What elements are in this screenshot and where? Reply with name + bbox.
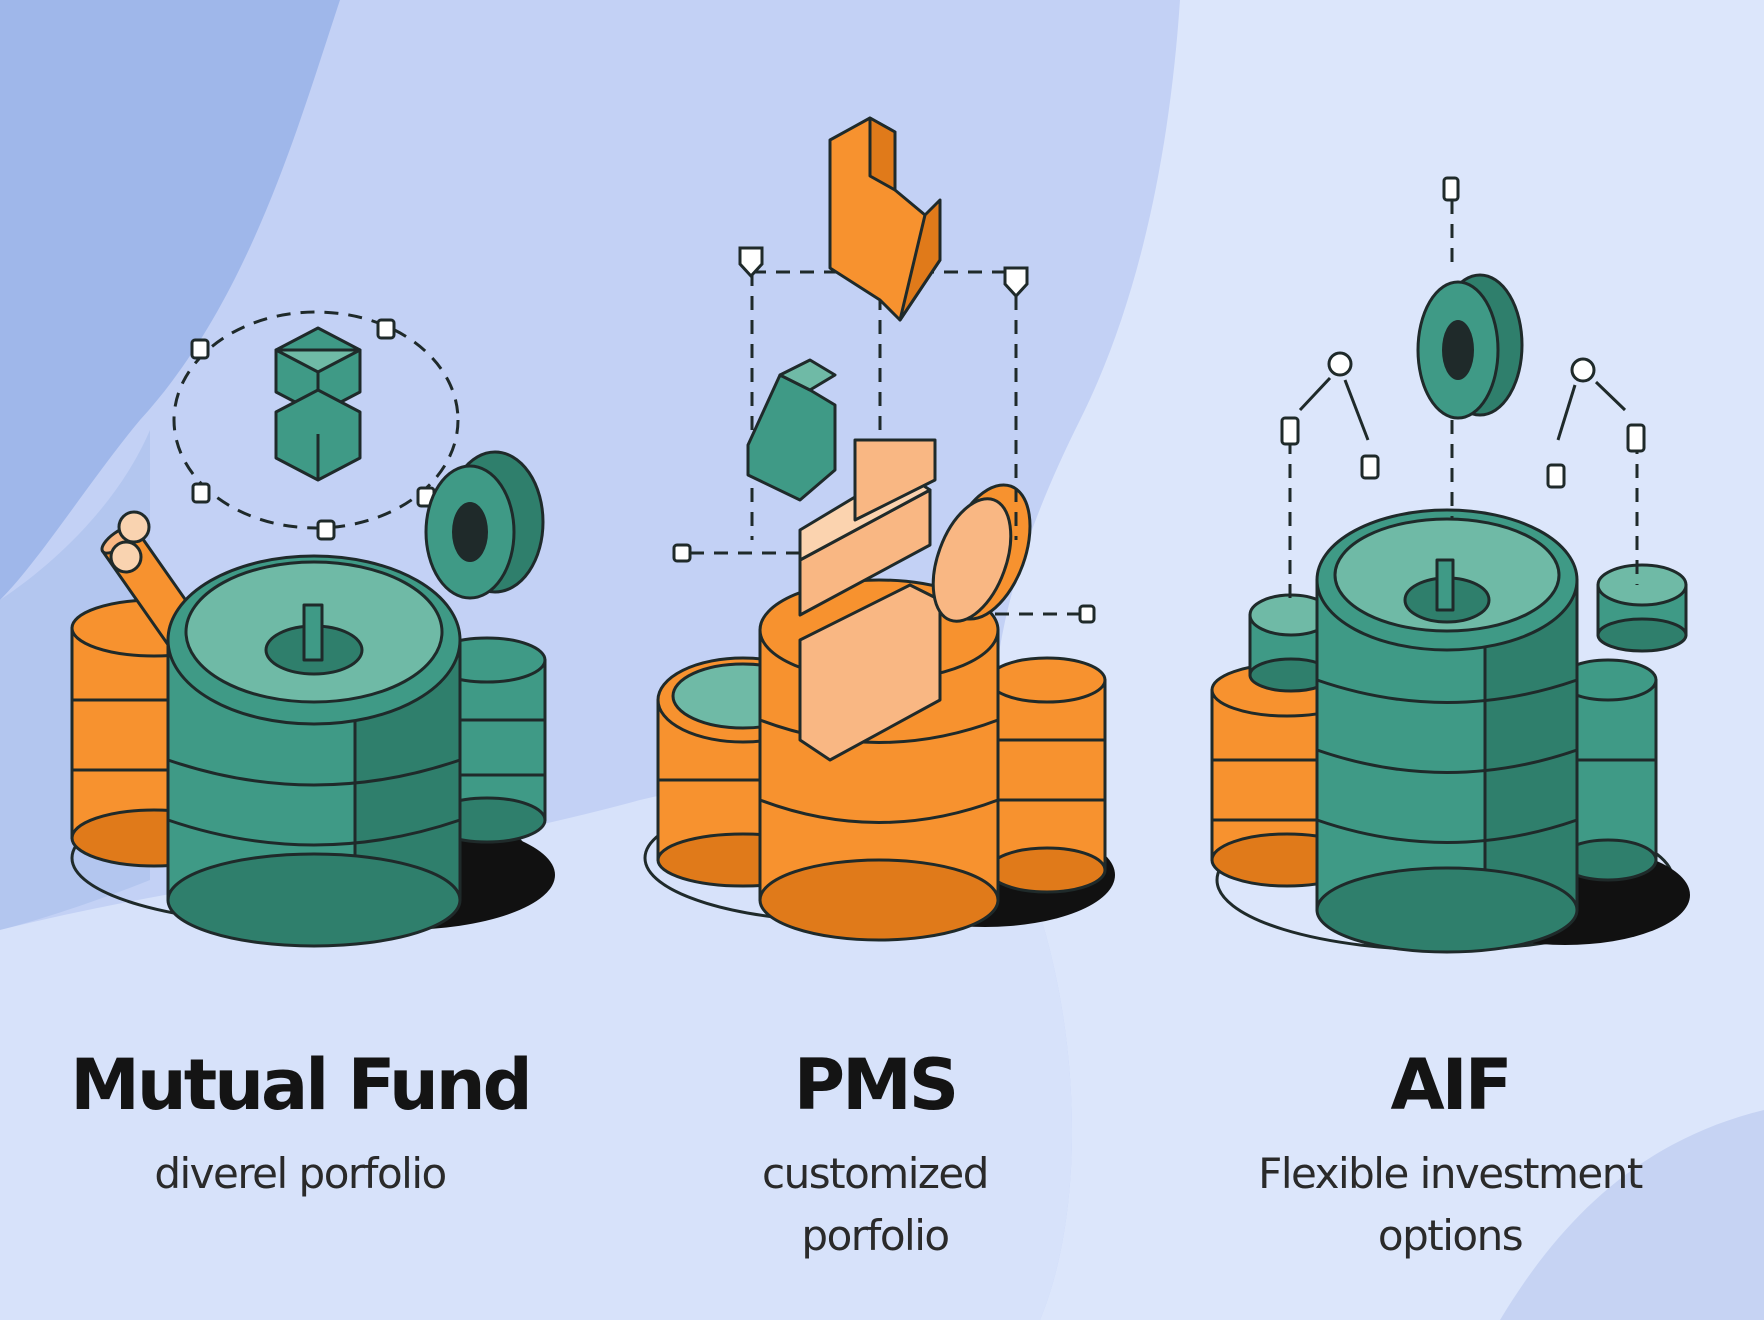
aif-subtitle-line-2: options <box>1377 1211 1524 1260</box>
mutual-fund-caption: Mutual Fund diverel porfolio <box>60 1045 540 1205</box>
mutual-fund-title: Mutual Fund <box>70 1044 533 1126</box>
pms-title: PMS <box>793 1044 959 1126</box>
mutual-fund-subtitle: diverel porfolio <box>154 1149 447 1198</box>
aif-title: AIF <box>1390 1044 1512 1126</box>
pms-subtitle: customized porfolio <box>640 1143 1110 1267</box>
aif-subtitle: Flexible investment options <box>1200 1143 1700 1267</box>
coin-stacks-pms-icon <box>643 116 1115 942</box>
pms-subtitle-line-2: porfolio <box>801 1211 950 1260</box>
aif-caption: AIF Flexible investment options <box>1200 1045 1700 1267</box>
coin-stacks-aif-icon <box>1210 176 1690 954</box>
aif-subtitle-line-1: Flexible investment <box>1258 1149 1643 1198</box>
coin-stacks-mutual-fund-icon <box>70 310 555 948</box>
pms-subtitle-line-1: customized <box>762 1149 989 1198</box>
pms-caption: PMS customized porfolio <box>640 1045 1110 1267</box>
